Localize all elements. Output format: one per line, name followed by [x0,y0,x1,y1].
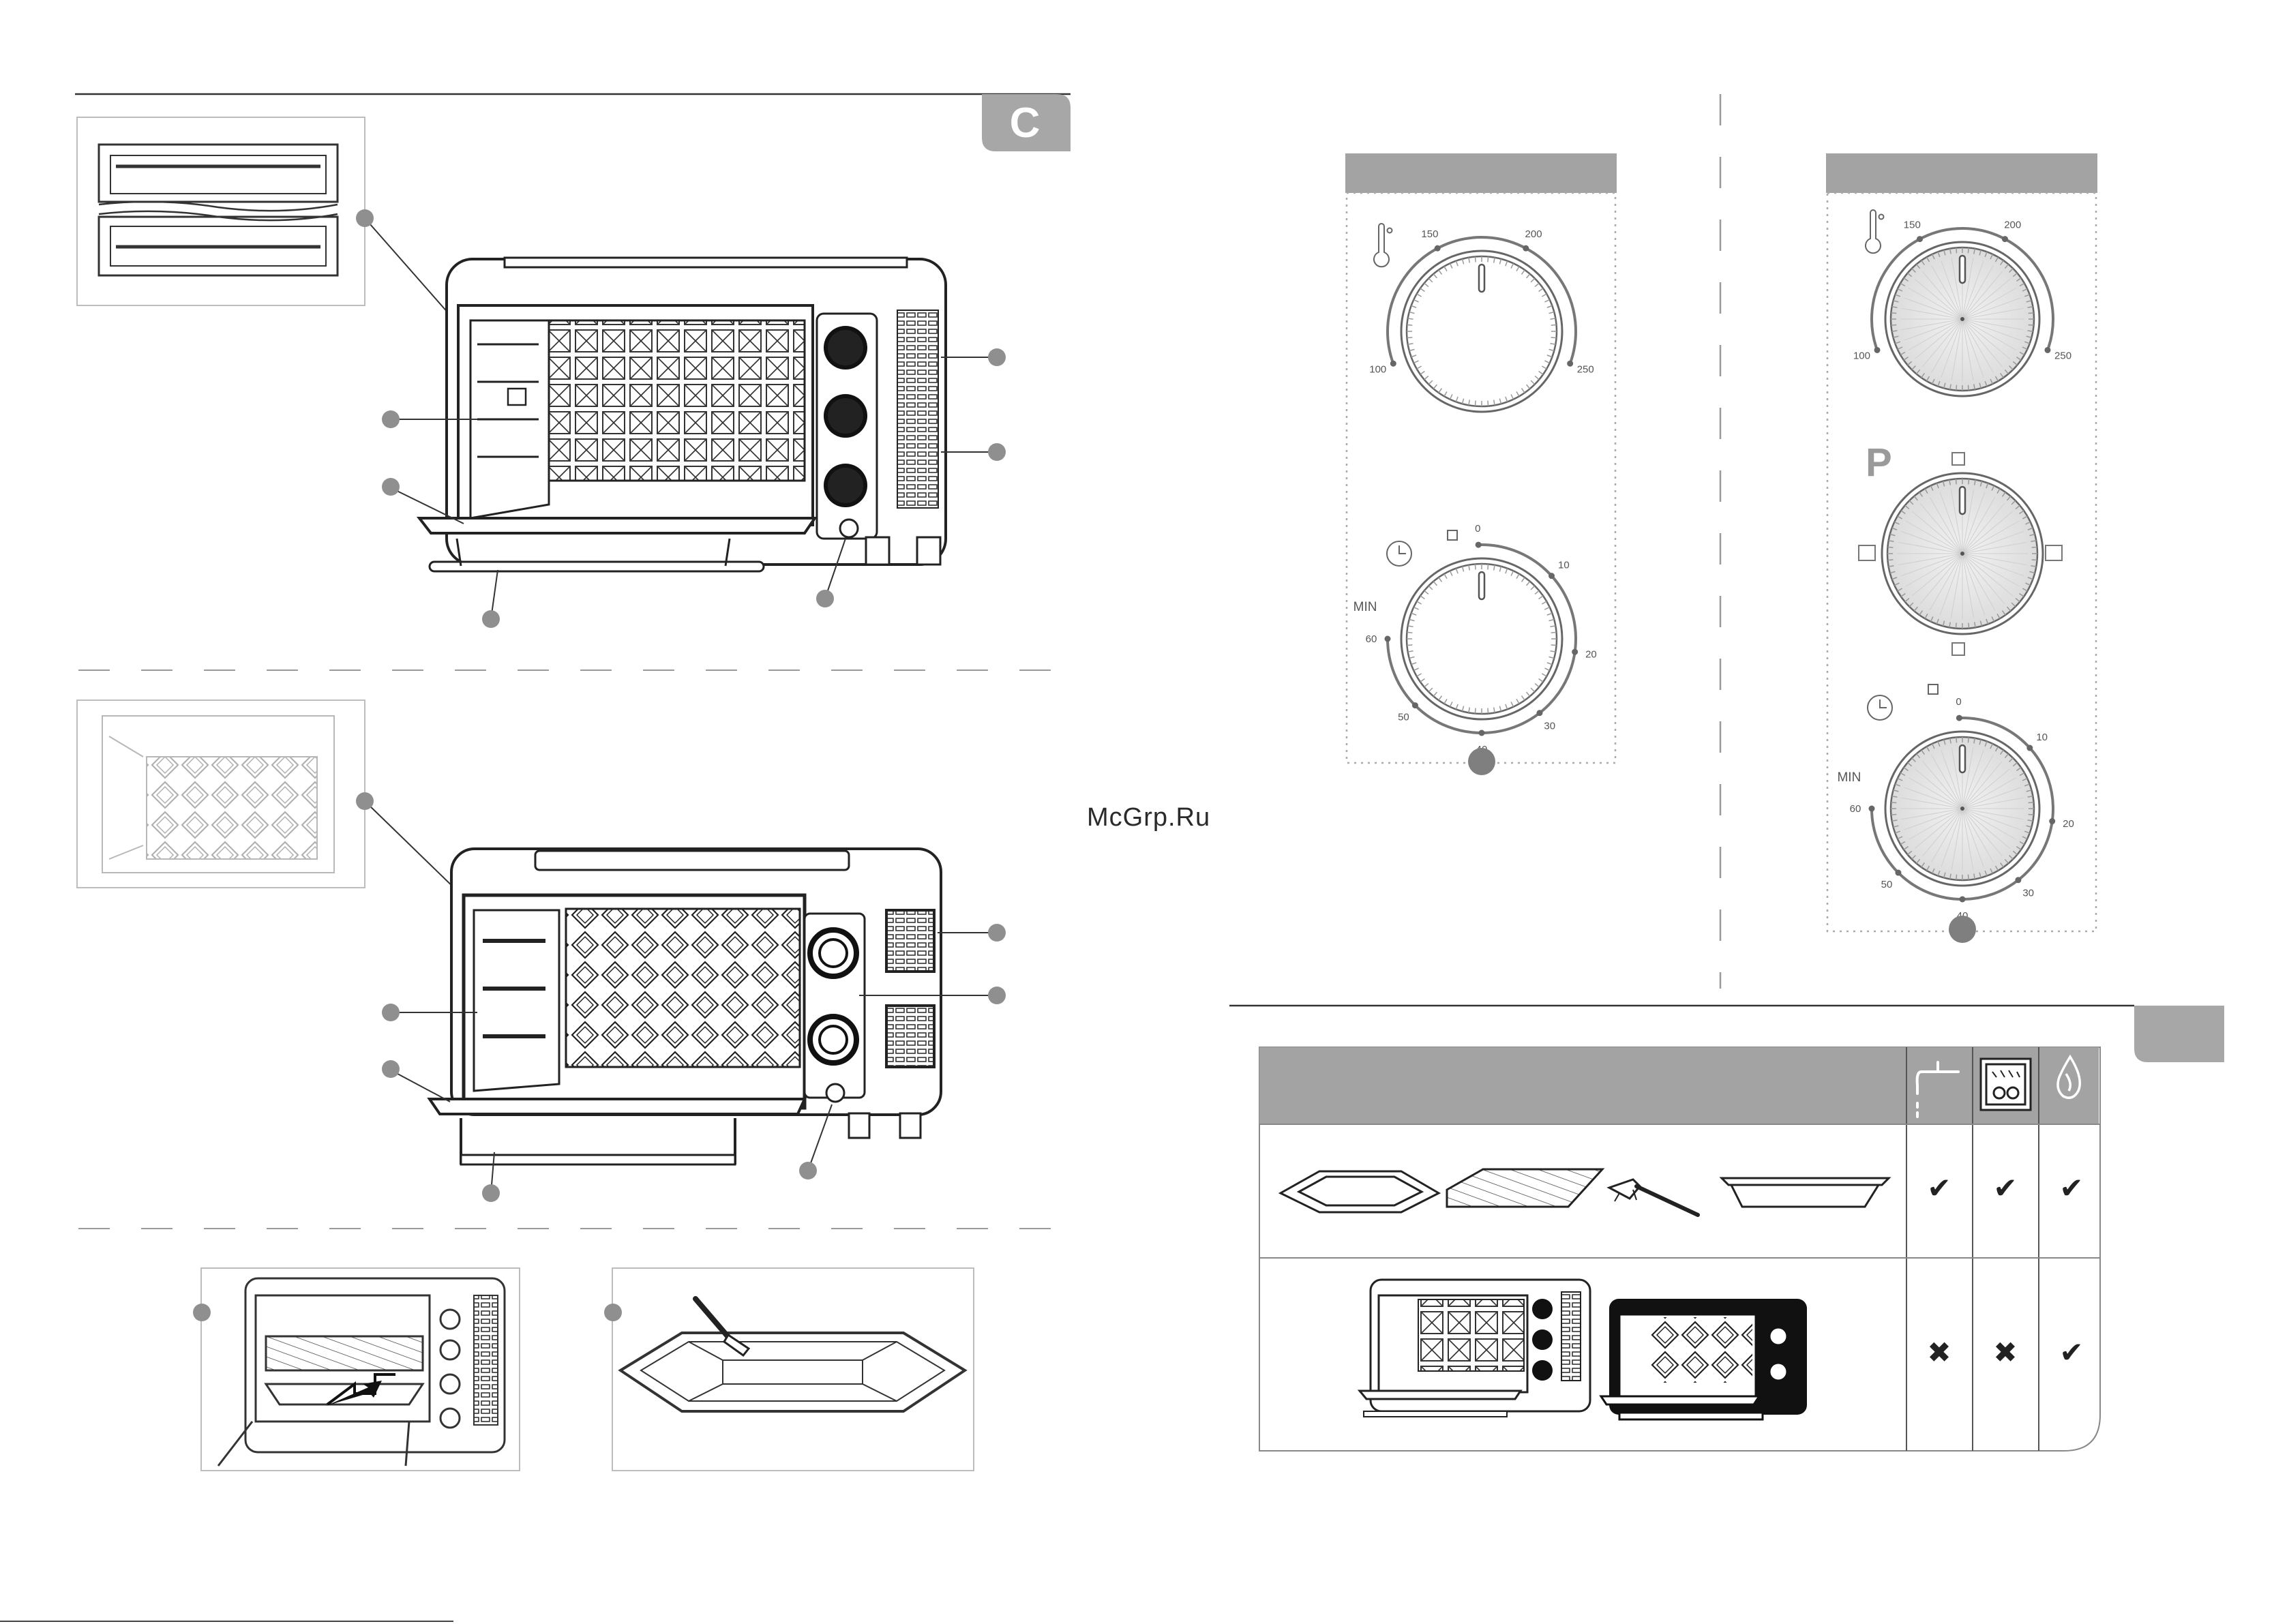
appliance-row [1360,1280,1807,1419]
function-knob [1882,473,2043,634]
clock-icon-2 [1868,695,1892,720]
oven-2-interior-detail [102,716,334,873]
oven-1-illustration [77,117,1006,628]
tray-handle-panel [604,1268,974,1471]
knob-middle [824,394,867,438]
dial-tick-label: 150 [1904,219,1921,230]
dishwasher-icon [1981,1059,2031,1110]
appliance-tap-mark: ✖ [1927,1336,1951,1369]
panel-1-callout [1468,748,1495,775]
section-badge: C [982,94,1071,151]
temperature-dial: 100 150 200 250 [1369,228,1594,412]
timer-knob: 0102030405060MIN [1837,696,2074,922]
dial-tick-label: 100 [1853,350,1870,362]
dial-tick-label: 10 [1558,560,1570,571]
oven-2-illustration [77,700,1006,1202]
knob-upper [824,326,867,370]
off-icon-2 [1928,685,1938,694]
timer-dial: 0102030405060MIN [1353,523,1597,755]
dial-tick-label: 20 [2063,818,2074,830]
accessory-row [1281,1169,1889,1215]
dial-tick-label: 50 [1881,879,1893,890]
panel-2-callout [1949,916,1976,943]
off-icon [1448,530,1457,540]
dial-tick-label: 30 [1544,721,1555,732]
temperature-knob: 100 150 200 250 [1853,219,2071,396]
top-bottom-heat-icon [1859,545,1875,560]
rack-position-detail [99,145,338,275]
left-page: C [0,94,1071,1621]
dial-tick-label: 20 [1585,649,1597,661]
top-heat-icon [2046,545,2062,560]
clock-icon [1387,541,1411,566]
knob-2-lower [810,1017,856,1063]
accessory-cloth-mark: ✔ [2059,1171,2083,1205]
timer-min-label: MIN [1353,600,1377,614]
care-table: ✔ ✔ ✔ ✖ ✖ ✔ [1259,1047,2100,1451]
dial-tick-label: 30 [2022,888,2034,899]
dial-tick-label: 0 [1956,696,1961,708]
off-mode-icon [1952,453,1964,465]
accessory-tap-mark: ✔ [1927,1171,1951,1205]
program-label: P [1866,440,1892,485]
dial-tick-label: 200 [2004,219,2021,230]
section-tab-right [2134,1006,2224,1062]
dial-tick-label: 50 [1398,712,1409,723]
appliance-cloth-mark: ✔ [2059,1336,2083,1369]
tray-insertion-panel [193,1268,520,1471]
knob-lower [824,464,867,507]
bottom-heat-icon [1952,643,1964,655]
dial-tick-label: 150 [1421,228,1438,240]
thermometer-icon [1374,224,1392,267]
dial-tick-label: 0 [1475,523,1480,535]
accessory-dishwasher-mark: ✔ [1993,1171,2017,1205]
dial-tick-label: 10 [2036,732,2048,743]
appliance-dishwasher-mark: ✖ [1993,1336,2017,1369]
knob-2-upper [810,930,856,976]
thermometer-icon-2 [1866,210,1884,253]
dial-tick-label: 60 [1366,633,1377,645]
dial-tick-label: 60 [1850,803,1861,815]
section-letter: C [1010,100,1041,147]
dial-tick-label: 250 [1577,363,1594,375]
dial-tick-label: 100 [1369,363,1386,375]
timer-min-label: MIN [1837,770,1861,785]
watermark: McGrp.Ru [1087,803,1210,832]
dial-tick-label: 250 [2054,350,2071,362]
dial-tick-label: 200 [1525,228,1542,240]
